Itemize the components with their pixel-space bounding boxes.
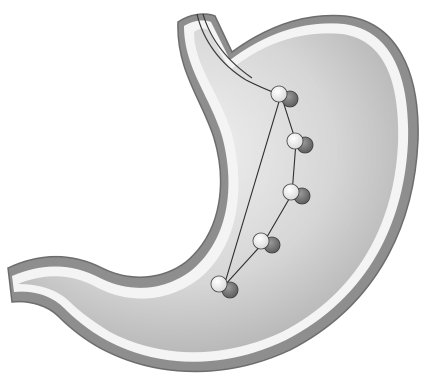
anchor-4-light	[253, 233, 269, 249]
anchor-2-light	[287, 133, 303, 149]
anchor-3-light	[283, 184, 299, 200]
anchor-5-light	[211, 276, 227, 292]
anchor-1-light	[271, 86, 287, 102]
